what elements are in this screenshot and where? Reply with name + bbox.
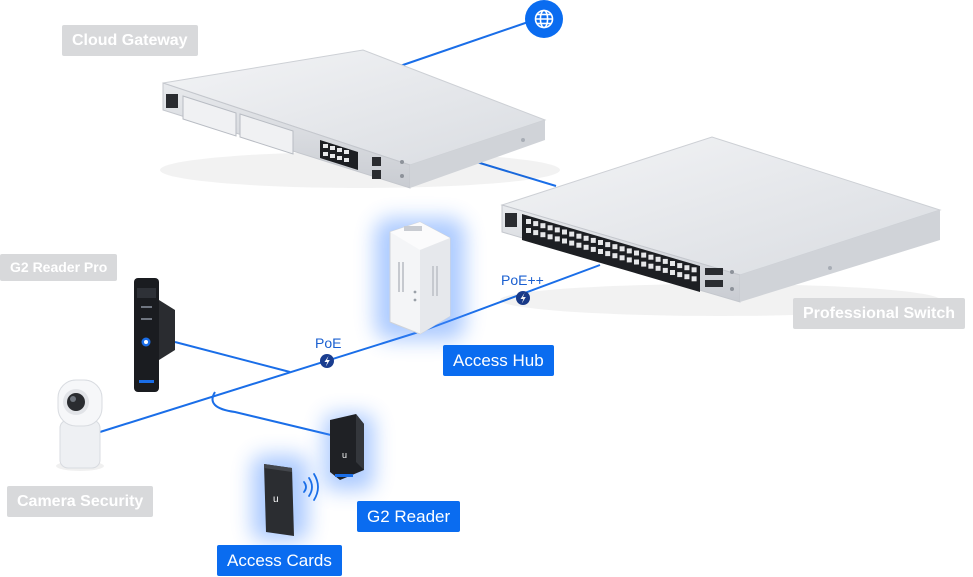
switch-port xyxy=(670,261,675,266)
switch-port xyxy=(634,250,639,256)
connection-lines xyxy=(99,19,601,437)
switch-port xyxy=(598,249,603,254)
switch-port xyxy=(662,267,668,273)
g2-reader-pro-label: G2 Reader Pro xyxy=(0,254,118,281)
access-hub-label: Access Hub xyxy=(443,345,554,376)
switch-port xyxy=(583,235,589,241)
security-camera-device xyxy=(56,379,104,471)
link-g2-reader xyxy=(211,391,336,437)
switch-port xyxy=(670,270,675,275)
g2-reader-label: G2 Reader xyxy=(357,501,461,532)
poe-plus-plus-label: PoE++ xyxy=(501,272,544,288)
switch-port xyxy=(655,256,661,262)
switch-port xyxy=(533,230,539,236)
switch-port xyxy=(554,236,560,242)
switch-port xyxy=(641,261,647,267)
g2-reader-device: u xyxy=(324,414,374,490)
switch-port xyxy=(626,248,632,254)
switch-port xyxy=(569,231,575,237)
switch-port xyxy=(626,257,632,263)
switch-port xyxy=(526,219,531,224)
svg-text:u: u xyxy=(342,450,347,460)
switch-port xyxy=(641,252,647,258)
switch-port xyxy=(554,227,560,233)
link-hub-camera xyxy=(99,329,426,433)
switch-port xyxy=(605,242,611,248)
switch-port xyxy=(533,221,539,227)
switch-port xyxy=(619,246,625,252)
switch-port xyxy=(547,225,553,231)
cloud-gateway-label: Cloud Gateway xyxy=(62,25,198,56)
switch-port xyxy=(662,258,668,264)
switch-port-grid xyxy=(526,219,697,282)
link-gateway-internet xyxy=(399,19,535,67)
switch-port xyxy=(634,259,639,265)
switch-port xyxy=(540,223,546,229)
switch-port xyxy=(655,265,661,271)
switch-port xyxy=(569,240,575,246)
cloud-gateway-device xyxy=(160,49,560,189)
switch-port xyxy=(684,265,690,271)
switch-port xyxy=(691,276,697,282)
svg-text:u: u xyxy=(273,494,279,505)
switch-port xyxy=(677,272,683,278)
switch-port xyxy=(612,253,618,259)
switch-port xyxy=(691,267,697,273)
switch-port xyxy=(590,246,596,252)
switch-port xyxy=(684,274,690,280)
switch-port xyxy=(619,255,625,261)
access-hub-device xyxy=(375,218,465,340)
switch-port xyxy=(605,251,611,257)
switch-port xyxy=(583,244,589,250)
switch-port xyxy=(677,263,683,269)
professional-switch-label: Professional Switch xyxy=(793,298,966,329)
switch-port xyxy=(576,242,582,248)
access-card-device: u xyxy=(252,455,308,541)
professional-switch-device xyxy=(500,136,942,316)
switch-port xyxy=(648,254,654,260)
nfc-waves-icon xyxy=(303,473,319,501)
access-cards-label: Access Cards xyxy=(217,545,342,576)
switch-port xyxy=(612,244,618,250)
camera-security-label: Camera Security xyxy=(7,486,154,517)
link-gateway-switch xyxy=(469,159,557,187)
switch-port xyxy=(598,240,603,245)
switch-port xyxy=(547,234,553,240)
g2-reader-pro-device xyxy=(134,278,175,392)
switch-port xyxy=(576,233,582,239)
switch-port xyxy=(648,263,654,269)
switch-port xyxy=(590,237,596,243)
switch-port xyxy=(562,229,567,235)
poe-power-icon xyxy=(320,354,334,368)
switch-port xyxy=(540,232,546,238)
internet-globe xyxy=(525,0,563,38)
link-reader-pro xyxy=(174,341,291,373)
switch-port xyxy=(562,238,567,244)
switch-port xyxy=(526,228,531,233)
poe-label: PoE xyxy=(315,335,342,351)
poe-plus-power-icon xyxy=(516,291,530,305)
